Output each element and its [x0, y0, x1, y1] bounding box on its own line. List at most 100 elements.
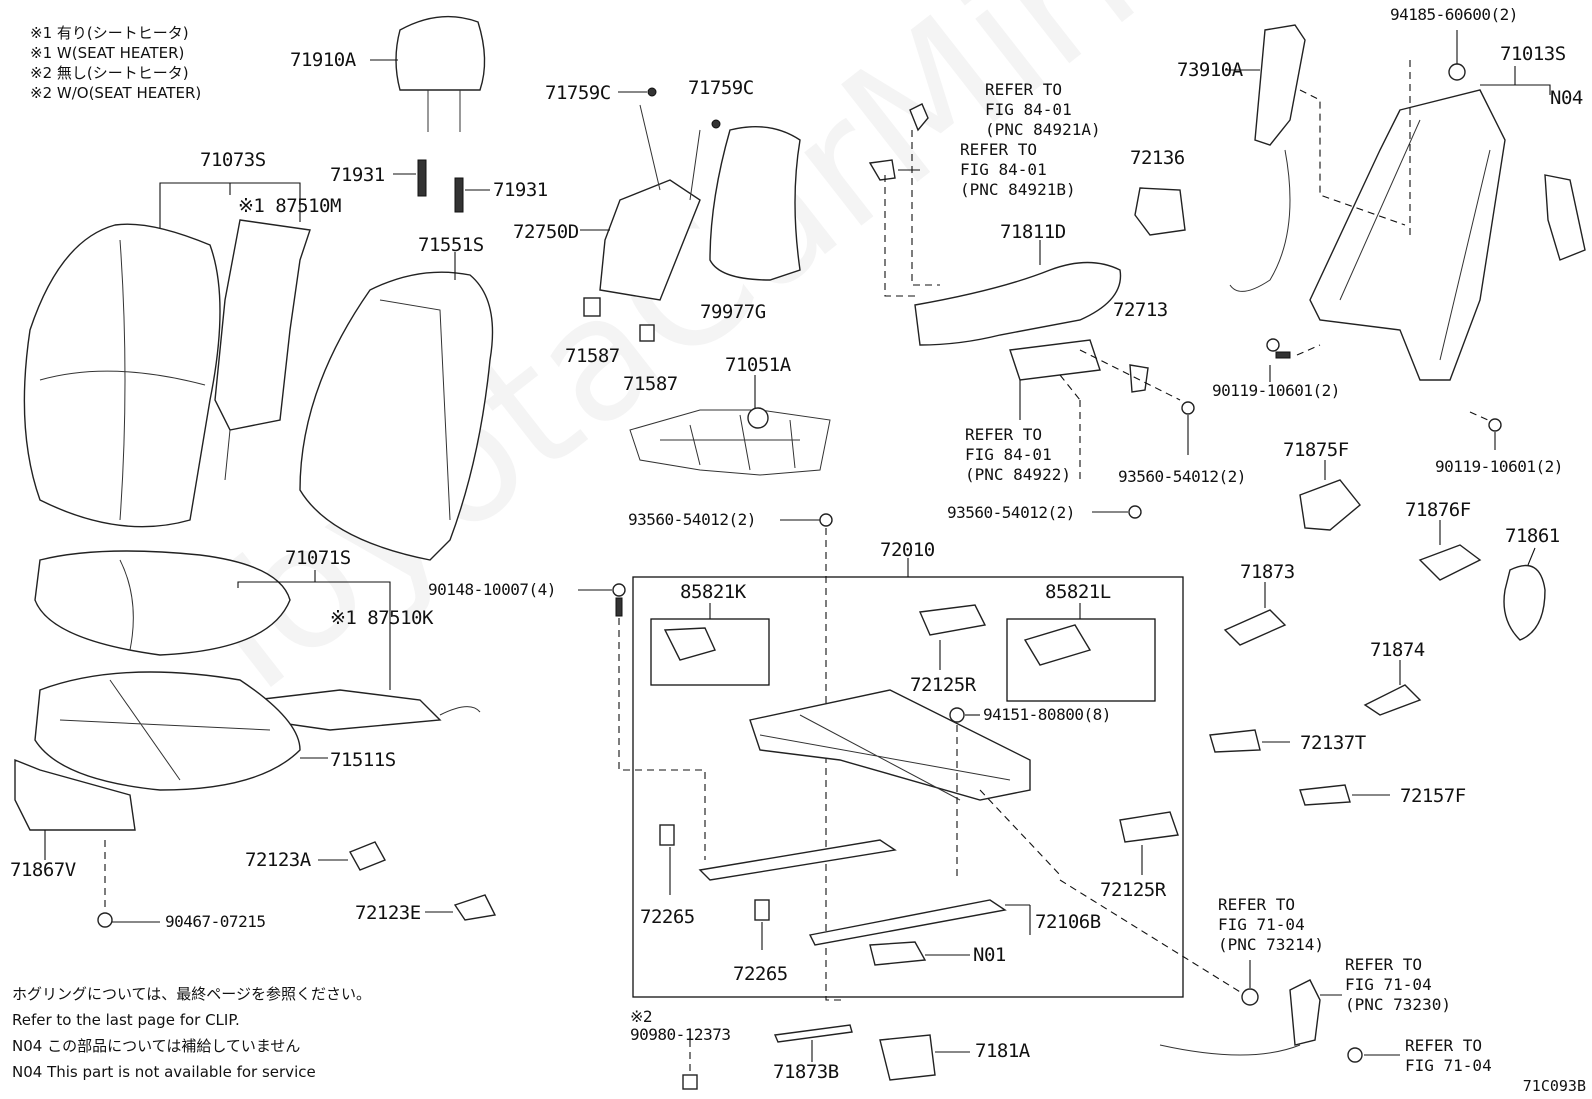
part-label-72265[interactable]: 72265	[640, 906, 695, 928]
cushion-cover-drawing	[34, 550, 391, 690]
part-label-72125R[interactable]: 72125R	[1100, 879, 1166, 901]
part-label-79977G[interactable]: 79977G	[700, 301, 766, 323]
part-label-71931[interactable]: 71931	[330, 164, 385, 186]
part-label-85821L[interactable]: 85821L	[1045, 581, 1111, 603]
back-pad-79977G-drawing	[709, 125, 801, 281]
part-label-71511S[interactable]: 71511S	[330, 749, 396, 771]
refer-to-84922[interactable]: REFER TO FIG 84-01 (PNC 84922)	[965, 425, 1071, 484]
part-label-71013S[interactable]: 71013S	[1500, 43, 1566, 65]
part-label-90467[interactable]: 90467-07215	[165, 912, 266, 931]
part-label-94151[interactable]: 94151-80800(8)	[983, 705, 1111, 724]
clip-71759C-drawing	[618, 87, 721, 129]
note-line: ホグリングについては、最終ページを参照ください。	[12, 985, 371, 1003]
part-label-72125R[interactable]: 72125R	[910, 674, 976, 696]
note-line: ※1 有り(シートヒータ)	[30, 24, 189, 42]
part-label-90148[interactable]: 90148-10007(4)	[428, 580, 556, 599]
part-label-87510M[interactable]: ※1 87510M	[238, 195, 341, 217]
refer-to-84921B[interactable]: REFER TO FIG 84-01 (PNC 84921B)	[960, 140, 1076, 199]
part-label-72265[interactable]: 72265	[733, 963, 788, 985]
part-label-71073S[interactable]: 71073S	[200, 149, 266, 171]
part-label-71071S[interactable]: 71071S	[285, 547, 351, 569]
part-label-N01[interactable]: N01	[973, 944, 1006, 966]
clip-71587-drawing	[583, 297, 655, 342]
cushion-pad-drawing	[34, 671, 328, 791]
spring-assembly-drawing	[629, 375, 831, 476]
refer-to-73214[interactable]: REFER TO FIG 71-04 (PNC 73214)	[1218, 895, 1324, 954]
heater-mat-back-drawing	[214, 219, 311, 481]
part-label-71861[interactable]: 71861	[1505, 525, 1560, 547]
diagram-code: 71C093B	[1522, 1077, 1586, 1095]
part-label-85821K[interactable]: 85821K	[680, 581, 746, 603]
part-label-71867V[interactable]: 71867V	[10, 859, 76, 881]
part-label-71551S[interactable]: 71551S	[418, 234, 484, 256]
part-label-72106B[interactable]: 72106B	[1035, 911, 1101, 933]
bolt-71931-drawing	[393, 159, 490, 213]
part-label-72750D[interactable]: 72750D	[513, 221, 579, 243]
refer-to-7104[interactable]: REFER TO FIG 71-04	[1405, 1036, 1492, 1075]
part-label-90980[interactable]: ※2 90980-12373	[630, 1007, 731, 1044]
bracket-72713-drawing	[1009, 339, 1195, 519]
note-line: ※1 W(SEAT HEATER)	[30, 44, 185, 62]
seatback-pad-drawing	[299, 252, 494, 561]
part-label-93560[interactable]: 93560-54012(2)	[947, 503, 1075, 522]
bolt-93560-center-drawing	[780, 513, 845, 1001]
part-label-87510K[interactable]: ※1 87510K	[330, 607, 433, 629]
refer-to-84921A[interactable]: REFER TO FIG 84-01 (PNC 84921A)	[985, 80, 1101, 139]
part-label-71051A[interactable]: 71051A	[725, 354, 791, 376]
part-label-71811D[interactable]: 71811D	[1000, 221, 1066, 243]
seatback-frame-drawing	[1309, 66, 1586, 381]
part-label-72010[interactable]: 72010	[880, 539, 935, 561]
part-label-90119[interactable]: 90119-10601(2)	[1435, 457, 1563, 476]
part-label-71759C[interactable]: 71759C	[545, 82, 611, 104]
part-label-71873[interactable]: 71873	[1240, 561, 1295, 583]
part-label-73910A[interactable]: 73910A	[1177, 59, 1243, 81]
bolt-90148-drawing	[578, 583, 706, 860]
part-label-N04[interactable]: N04	[1550, 87, 1583, 109]
part-label-71873B[interactable]: 71873B	[773, 1061, 839, 1083]
part-label-7181A[interactable]: 7181A	[975, 1040, 1030, 1062]
bolt-90119-drawing	[1266, 338, 1502, 450]
part-label-71875F[interactable]: 71875F	[1283, 439, 1349, 461]
part-label-71931[interactable]: 71931	[493, 179, 548, 201]
part-label-94185[interactable]: 94185-60600(2)	[1390, 5, 1518, 24]
bottom-parts-drawing	[682, 1024, 970, 1090]
right-side-parts-drawing	[1209, 460, 1546, 806]
refer-to-73230[interactable]: REFER TO FIG 71-04 (PNC 73230)	[1345, 955, 1451, 1014]
part-label-71876F[interactable]: 71876F	[1405, 499, 1471, 521]
part-label-72157F[interactable]: 72157F	[1400, 785, 1466, 807]
clip-90467-drawing	[97, 840, 160, 928]
lumbar-frame-drawing	[580, 104, 701, 301]
part-label-93560[interactable]: 93560-54012(2)	[628, 510, 756, 529]
part-label-71759C[interactable]: 71759C	[688, 77, 754, 99]
part-label-72137T[interactable]: 72137T	[1300, 732, 1366, 754]
front-cover-drawing	[14, 758, 136, 860]
side-cover-drawing	[868, 103, 1122, 346]
airbag-73910A-drawing	[1225, 24, 1411, 292]
note-line: ※2 無し(シートヒータ)	[30, 64, 189, 82]
nut-94185-drawing	[1448, 30, 1466, 81]
note-line: N04 This part is not available for servi…	[12, 1063, 316, 1081]
part-label-72123E[interactable]: 72123E	[355, 902, 421, 924]
part-label-71587[interactable]: 71587	[623, 373, 678, 395]
belt-area-drawing	[1059, 879, 1400, 1063]
seatback-cover-drawing	[23, 182, 301, 528]
part-label-93560[interactable]: 93560-54012(2)	[1118, 467, 1246, 486]
motor-72136-drawing	[1134, 187, 1186, 236]
part-label-90119[interactable]: 90119-10601(2)	[1212, 381, 1340, 400]
seat-adjuster-box	[632, 558, 1184, 998]
notes-top: ※1 有り(シートヒータ) ※1 W(SEAT HEATER) ※2 無し(シー…	[30, 22, 201, 104]
part-label-72713[interactable]: 72713	[1113, 299, 1168, 321]
part-label-72123A[interactable]: 72123A	[245, 849, 311, 871]
note-line: N04 この部品については補給していません	[12, 1037, 301, 1055]
notes-bottom: ホグリングについては、最終ページを参照ください。 Refer to the la…	[12, 983, 371, 1083]
cover-72123-drawing	[318, 841, 497, 921]
part-label-71587[interactable]: 71587	[565, 345, 620, 367]
headrest-drawing	[370, 15, 486, 132]
part-label-71874[interactable]: 71874	[1370, 639, 1425, 661]
part-label-72136[interactable]: 72136	[1130, 147, 1185, 169]
note-line: ※2 W/O(SEAT HEATER)	[30, 84, 202, 102]
part-label-71910A[interactable]: 71910A	[290, 49, 356, 71]
note-line: Refer to the last page for CLIP.	[12, 1011, 240, 1029]
